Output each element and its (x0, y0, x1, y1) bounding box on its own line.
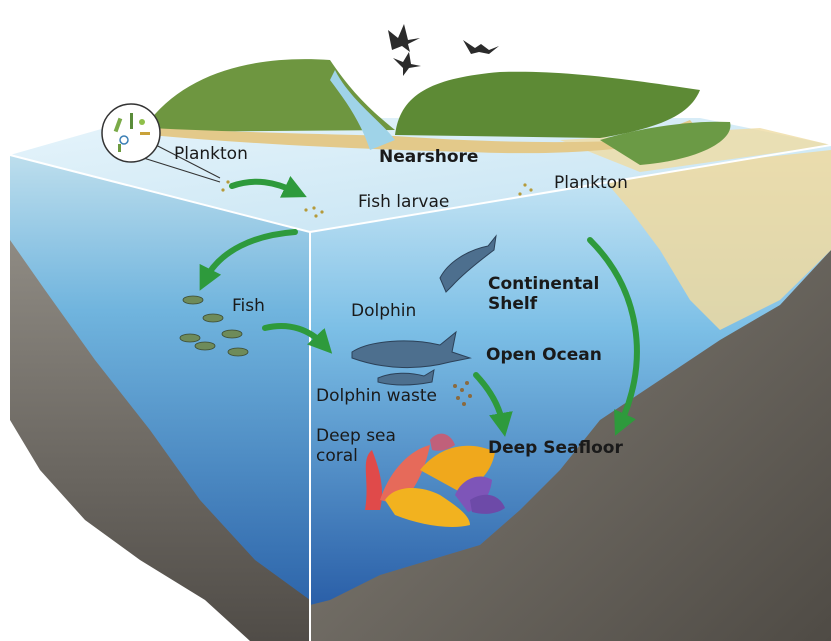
dolphin-waste-label: Dolphin waste (316, 386, 437, 406)
left-face (10, 155, 310, 641)
plankton-left-label: Plankton (174, 144, 248, 164)
nearshore-label: Nearshore (379, 147, 478, 167)
continental-shelf-label: Continental Shelf (488, 274, 599, 314)
dolphin-label: Dolphin (351, 301, 416, 321)
fish-label: Fish (232, 296, 265, 316)
open-ocean-label: Open Ocean (486, 345, 602, 365)
plankton-right-label: Plankton (554, 173, 628, 193)
bird-icon (388, 24, 499, 76)
fish-larvae-label: Fish larvae (358, 192, 449, 212)
deep-seafloor-label: Deep Seafloor (488, 438, 623, 458)
deep-sea-coral-label: Deep sea coral (316, 426, 396, 466)
